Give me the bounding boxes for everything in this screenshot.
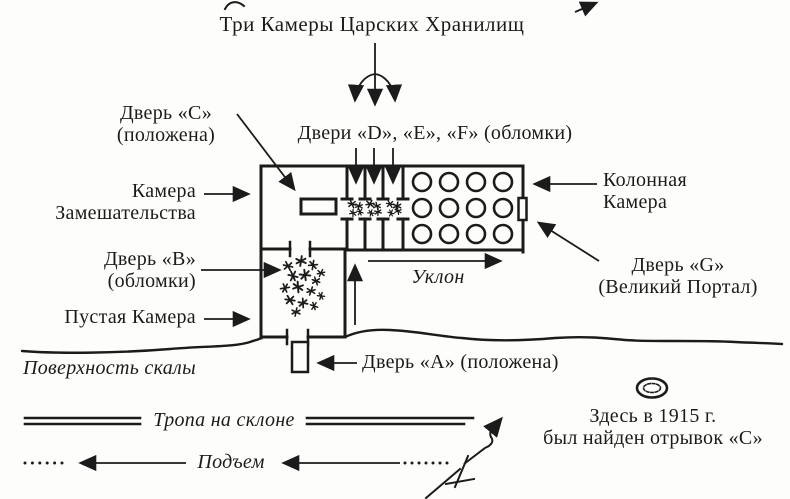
- cropped-arrow-fragment: [574, 1, 599, 17]
- door-g-label: Дверь «G» (Великий Портал): [598, 254, 757, 298]
- fragment-found-line2: был найден отрывок «C»: [543, 427, 763, 449]
- label-arrows: [201, 113, 600, 372]
- door-b-label-line2: (обломки): [107, 270, 196, 292]
- rock-surface-label: Поверхность скалы: [23, 357, 196, 379]
- door-a-block: [290, 340, 310, 374]
- door-g-label-line1: Дверь «G»: [631, 254, 725, 276]
- door-b-label: Дверь «B» (обломки): [104, 248, 196, 292]
- ascent-label: Подъем: [197, 451, 265, 473]
- door-c-label-line1: Дверь «C»: [119, 102, 213, 124]
- cliff-path-label: Тропа на склоне: [153, 409, 295, 431]
- fragment-found-line1: Здесь в 1915 г.: [589, 405, 717, 427]
- column-circles: [411, 171, 514, 245]
- door-c-block: [299, 197, 338, 216]
- confusion-chamber-line2: Замешательства: [55, 202, 196, 224]
- door-a-label: Дверь «A» (положена): [362, 351, 559, 373]
- diagram-title: Три Камеры Царских Хранилищ: [219, 12, 525, 36]
- rubble-doors-def: [346, 199, 403, 218]
- columned-chamber-label: Колонная Камера: [603, 169, 687, 213]
- door-g-block: [517, 196, 528, 222]
- plan-walls: [259, 164, 525, 346]
- ascent-dots: [23, 461, 449, 465]
- confusion-chamber-label: Камера Замешательства: [55, 180, 196, 224]
- door-b-label-line1: Дверь «B»: [103, 248, 196, 270]
- ascent-arrows: [23, 454, 449, 472]
- confusion-chamber-line1: Камера: [131, 180, 196, 202]
- fragment-cartouche: [635, 377, 669, 399]
- cliff-path-lines: [23, 416, 475, 426]
- door-c-label: Дверь «C» (положена): [117, 102, 215, 146]
- doors-def-jambs: [340, 164, 410, 252]
- empty-chamber-label: Пустая Камера: [64, 306, 196, 328]
- columned-chamber-line1: Колонная: [603, 169, 687, 191]
- doors-def-label: Двери «D», «E», «F» (обломки): [297, 122, 573, 144]
- rubble-door-b: [278, 254, 327, 318]
- rock-surface-line: [20, 328, 784, 354]
- switchback-path-arrow: [424, 416, 503, 499]
- columned-chamber-line2: Камера: [603, 191, 668, 213]
- slope-label: Уклон: [411, 266, 465, 288]
- fragment-found-label: Здесь в 1915 г. был найден отрывок «C»: [543, 405, 763, 449]
- three-chambers-arrow: [347, 43, 403, 107]
- door-c-label-line2: (положена): [116, 124, 216, 146]
- door-g-label-line2: (Великий Портал): [598, 276, 758, 298]
- cropped-arc-fragment: [223, 1, 246, 11]
